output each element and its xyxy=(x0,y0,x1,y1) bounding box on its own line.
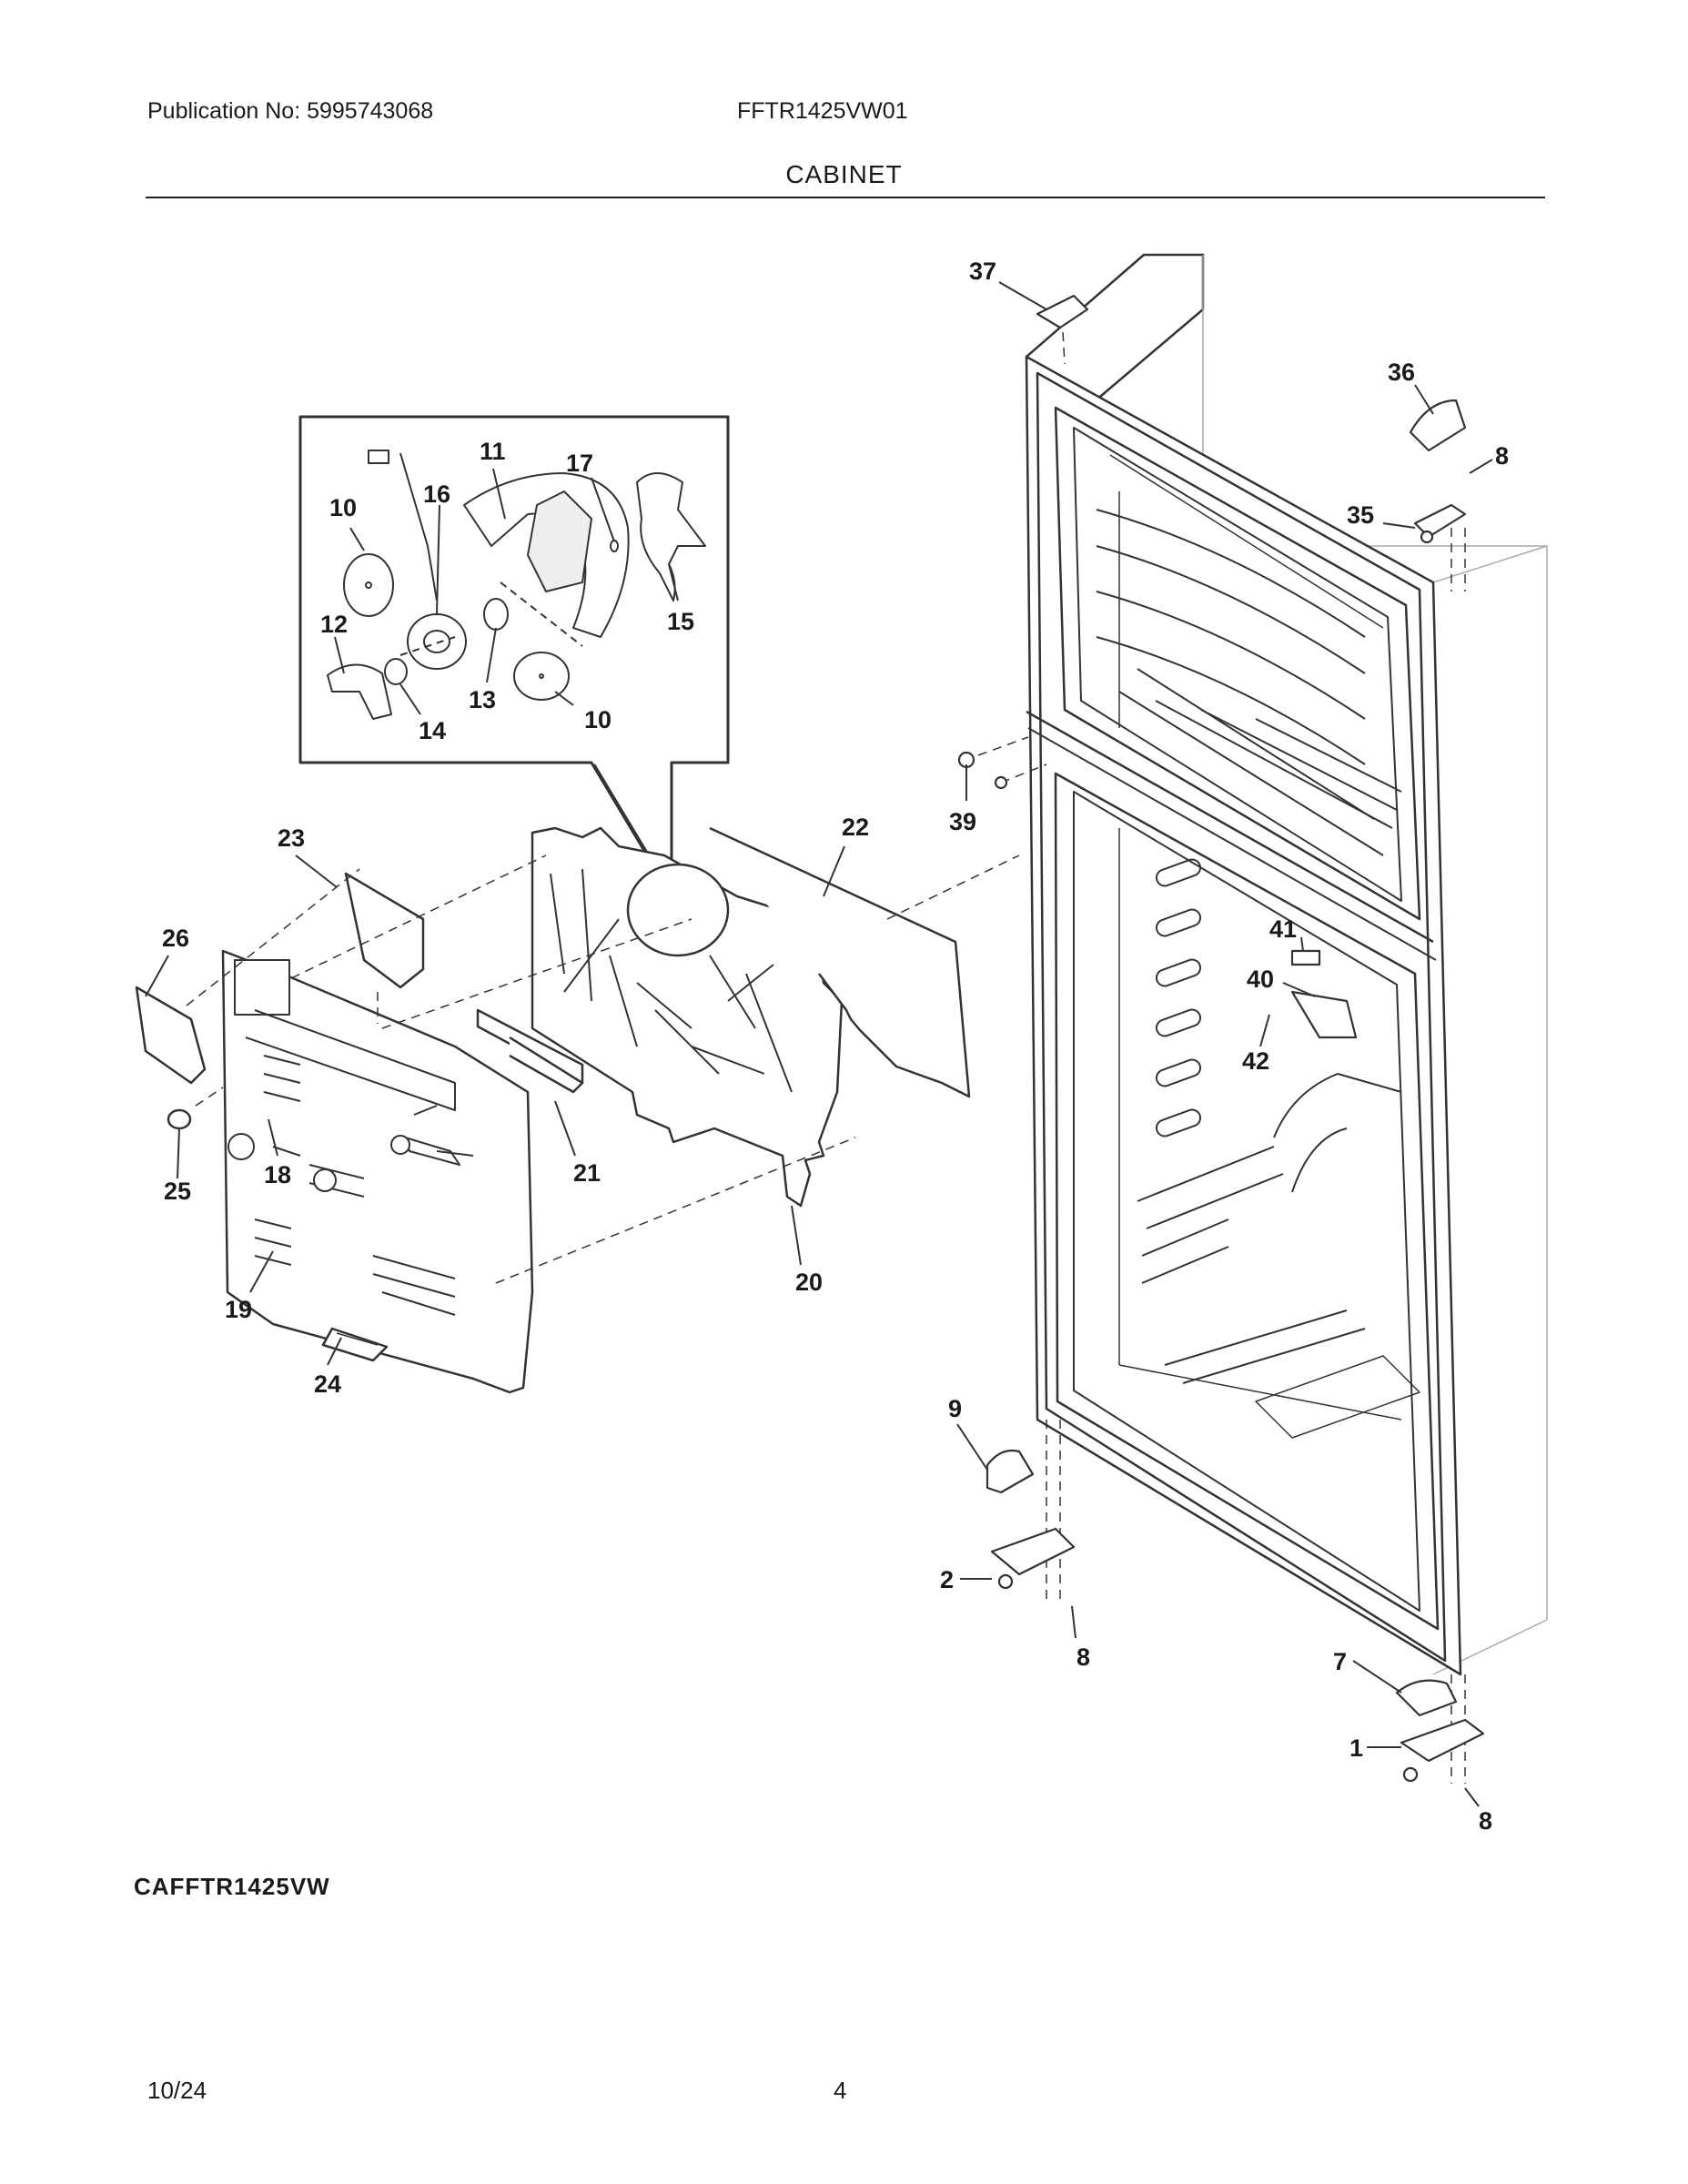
fresh-food-shelf-supports xyxy=(1137,858,1420,1439)
callout-9: 9 xyxy=(948,1395,962,1422)
callout-10: 10 xyxy=(584,706,612,733)
callout-13: 13 xyxy=(469,686,496,713)
callout-26: 26 xyxy=(162,925,189,952)
callout-8: 8 xyxy=(1495,442,1509,470)
callout-11: 11 xyxy=(480,438,506,465)
callout-labels: 37 36 8 35 11 17 16 10 15 12 13 10 14 39… xyxy=(162,258,1509,1835)
callout-42: 42 xyxy=(1242,1047,1269,1075)
callout-17: 17 xyxy=(566,450,593,477)
callout-12: 12 xyxy=(320,611,348,638)
callout-8: 8 xyxy=(1076,1643,1090,1671)
section-title: CABINET xyxy=(785,160,903,188)
callout-41: 41 xyxy=(1269,915,1297,943)
cabinet-shell xyxy=(1025,253,1548,1676)
callout-1: 1 xyxy=(1349,1734,1363,1762)
callout-8: 8 xyxy=(1479,1807,1492,1835)
page-number: 4 xyxy=(834,2077,847,2104)
callout-23: 23 xyxy=(278,824,305,852)
callout-25: 25 xyxy=(164,1178,191,1205)
model-number: FFTR1425VW01 xyxy=(737,98,908,124)
part-24-grille xyxy=(321,1327,389,1362)
publication-number: Publication No: 5995743068 xyxy=(147,98,434,124)
insulation-pad xyxy=(709,826,971,1098)
part-25-plug xyxy=(167,1108,192,1130)
rear-panel-19 xyxy=(221,949,534,1394)
diagram-code: CAFFTR1425VW xyxy=(134,1873,330,1900)
callout-19: 19 xyxy=(225,1296,252,1323)
callout-40: 40 xyxy=(1247,966,1274,993)
callout-37: 37 xyxy=(969,258,996,285)
callout-24: 24 xyxy=(314,1370,341,1398)
publication-date: 10/24 xyxy=(147,2077,207,2104)
callout-35: 35 xyxy=(1347,501,1374,529)
callout-39: 39 xyxy=(949,808,976,835)
freezer-shelf-ribs xyxy=(1096,509,1402,856)
callout-14: 14 xyxy=(419,717,446,744)
callout-16: 16 xyxy=(423,480,450,508)
leader-lines xyxy=(145,281,1493,1807)
callout-21: 21 xyxy=(573,1159,601,1187)
callout-10: 10 xyxy=(329,494,357,521)
callout-15: 15 xyxy=(667,608,694,635)
callout-2: 2 xyxy=(940,1566,954,1593)
part-26-cover xyxy=(135,986,207,1085)
part-23-insulation xyxy=(344,872,425,989)
callout-7: 7 xyxy=(1333,1648,1347,1675)
callout-18: 18 xyxy=(264,1161,291,1188)
callout-36: 36 xyxy=(1388,359,1415,386)
header-divider xyxy=(146,197,1545,198)
callout-20: 20 xyxy=(795,1269,823,1296)
hinge-parts xyxy=(957,294,1485,1783)
callout-22: 22 xyxy=(842,814,869,841)
